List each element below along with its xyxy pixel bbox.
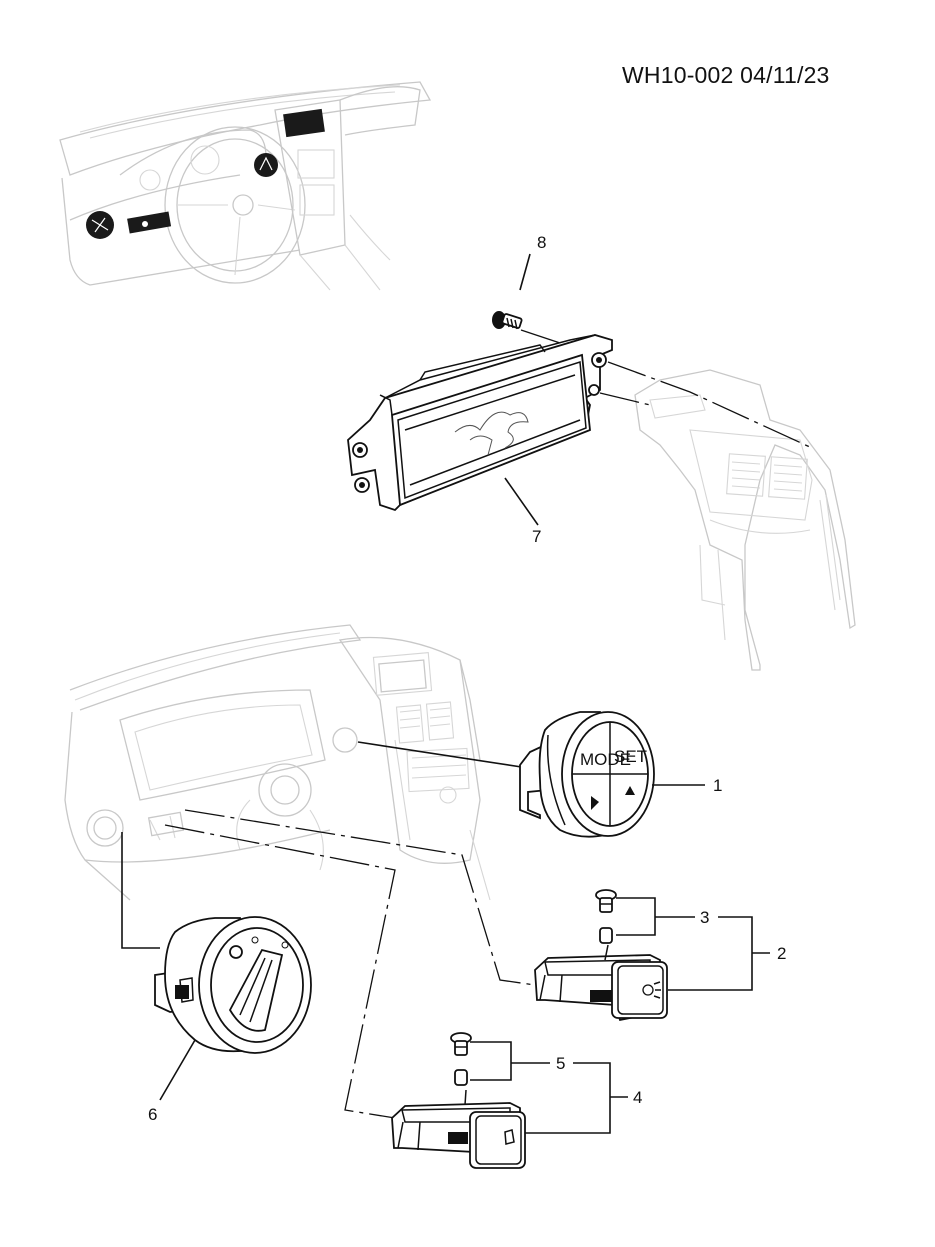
center-bezel-outline (634, 369, 856, 671)
control-module-1 (519, 711, 655, 838)
callout-5: 5 (556, 1054, 565, 1073)
bulb-holder-5 (450, 1032, 472, 1056)
switch-assembly-2 (534, 944, 668, 1022)
callout-8: 8 (537, 233, 546, 252)
bulb-holder-3 (595, 889, 617, 913)
callout-3: 3 (700, 908, 709, 927)
bulb-5 (454, 1069, 468, 1086)
callout-1: 1 (713, 776, 722, 795)
headlamp-switch-6 (154, 916, 312, 1054)
document-id: WH10-002 04/11/23 (622, 62, 830, 88)
switch-assembly-4 (391, 1089, 526, 1169)
screw-8 (492, 311, 523, 330)
callout-7: 7 (532, 527, 541, 546)
callout-2: 2 (777, 944, 786, 963)
dashboard-overview-top (59, 81, 432, 291)
mode-button-label: MODE (580, 750, 631, 769)
callout-6: 6 (148, 1105, 157, 1124)
set-button-label: SET (614, 747, 647, 766)
bulb-3 (599, 927, 613, 944)
dashboard-overview-bottom (64, 624, 491, 901)
display-module-7 (347, 334, 613, 512)
callout-4: 4 (633, 1088, 642, 1107)
